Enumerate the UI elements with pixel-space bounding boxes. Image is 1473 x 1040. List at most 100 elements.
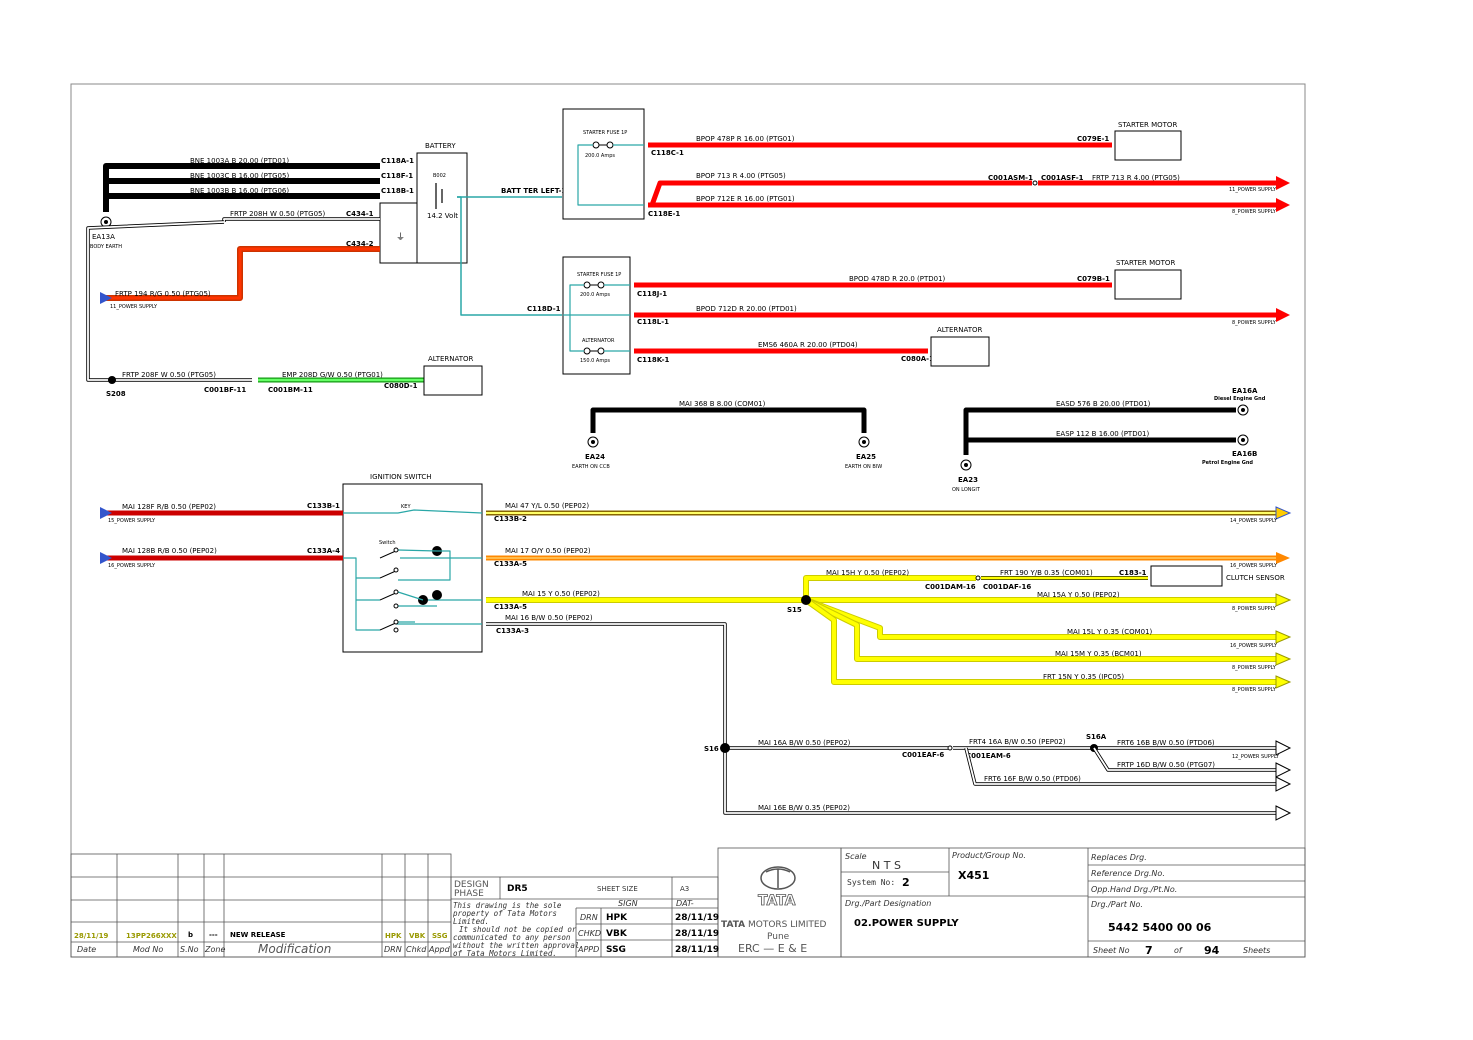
clutch-sensor-title: CLUTCH SENSOR bbox=[1226, 574, 1285, 582]
designation-label: Drg./Part Designation bbox=[845, 899, 931, 908]
connector-c4342: C434-2 bbox=[346, 240, 374, 248]
disclaimer-2: property of Tata Motors bbox=[453, 909, 557, 918]
wire-label-frt416a: FRT4 16A B/W 0.50 (PEP02) bbox=[969, 738, 1066, 746]
drn-value: HPK bbox=[606, 913, 628, 923]
company-name: MOTORS LIMITED bbox=[748, 920, 827, 930]
splice-s208-icon bbox=[108, 376, 116, 384]
wire-label-mai15: MAI 15 Y 0.50 (PEP02) bbox=[522, 590, 600, 598]
clutch-sensor-box bbox=[1150, 565, 1223, 587]
wire-label-bpod712d: BPOD 712D R 20.00 (PTD01) bbox=[696, 305, 797, 313]
connector-c080a1: C080A-1 bbox=[901, 355, 934, 363]
opp-label: Opp.Hand Drg./Pt.No. bbox=[1091, 885, 1177, 894]
starter-motor-box-1 bbox=[1114, 130, 1182, 161]
wire-label-frt616f: FRT6 16F B/W 0.50 (PTD06) bbox=[984, 775, 1081, 783]
dest-ps16-a: 16_POWER SUPPLY bbox=[108, 563, 156, 569]
wire-label-bpop712e: BPOP 712E R 16.00 (PTG01) bbox=[696, 195, 795, 203]
wire-battery-to-fuse2[interactable] bbox=[457, 196, 562, 316]
ground-ea16a-sublabel: Diesel Engine Gnd bbox=[1214, 396, 1266, 402]
wire-label-mai15l: MAI 15L Y 0.35 (COM01) bbox=[1067, 628, 1153, 636]
appd-label: APPD bbox=[577, 945, 599, 954]
connector-battleft: BATT TER LEFT-1 bbox=[501, 187, 566, 195]
connector-c001bm11: C001BM-11 bbox=[268, 386, 313, 394]
hdr-appd: Appd bbox=[428, 945, 451, 954]
wire-bpop713[interactable] bbox=[649, 180, 1032, 206]
arrow-ps11b-icon bbox=[1276, 176, 1290, 190]
wire-mai368[interactable] bbox=[590, 407, 867, 433]
fuse-box-1-outline bbox=[562, 108, 645, 220]
sheets-label: Sheets bbox=[1243, 946, 1270, 955]
drn-date: 28/11/19 bbox=[675, 913, 719, 923]
fuse1-rating: 200.0 Amps bbox=[585, 153, 615, 159]
wire-mai15m[interactable] bbox=[805, 598, 1278, 661]
sheet-size: A3 bbox=[680, 885, 689, 893]
alt-fuse-rating: 150.0 Amps bbox=[580, 358, 610, 364]
wire-frt15n[interactable] bbox=[804, 598, 1278, 684]
alt-fuse-title: ALTERNATOR bbox=[582, 338, 615, 344]
ground-straps: MAI 368 B 8.00 (COM01) EA24 EARTH ON CCB… bbox=[572, 387, 1266, 493]
disclaimer-5: communicated to any person bbox=[453, 933, 571, 942]
dest-ps8-e: 8_POWER SUPPLY bbox=[1232, 687, 1277, 693]
chkd-label: CHKD bbox=[578, 929, 601, 938]
wire-label-mai128f: MAI 128F R/B 0.50 (PEP02) bbox=[122, 503, 216, 511]
fuse1-title: STARTER FUSE 1P bbox=[583, 130, 627, 136]
sheet-total: 94 bbox=[1204, 944, 1220, 957]
wire-mai16[interactable] bbox=[486, 623, 1278, 814]
disclaimer-4: It should not be copied or bbox=[459, 925, 577, 934]
ignition-switch-box bbox=[342, 483, 483, 653]
ground-ea23-label: EA23 bbox=[958, 476, 978, 484]
arrow-ps11-icon bbox=[100, 292, 112, 304]
wire-label-mai128b: MAI 128B R/B 0.50 (PEP02) bbox=[122, 547, 217, 555]
drn-label: DRN bbox=[580, 913, 598, 922]
connector-c079e1: C079E-1 bbox=[1077, 135, 1109, 143]
ground-ea24-label: EA24 bbox=[585, 453, 605, 461]
system-value: 2 bbox=[902, 876, 910, 889]
wire-mai15l[interactable] bbox=[805, 598, 1278, 639]
wire-mai15h[interactable] bbox=[804, 576, 976, 600]
rev-chkd: VBK bbox=[409, 932, 426, 940]
hdr-zone: Zone bbox=[204, 945, 225, 954]
dest-ps8-d: 8_POWER SUPPLY bbox=[1232, 665, 1277, 671]
starter-motor-title-2: STARTER MOTOR bbox=[1116, 259, 1175, 267]
wire-frt616f[interactable] bbox=[965, 747, 1278, 785]
wire-frtp208h[interactable] bbox=[223, 218, 380, 222]
splice-s16a-label: S16A bbox=[1086, 733, 1107, 741]
wire-frtp16d[interactable] bbox=[1093, 747, 1278, 771]
alternator-box-1 bbox=[423, 365, 483, 396]
arrow-ps14-icon bbox=[1275, 506, 1292, 520]
design-phase: DR5 bbox=[507, 884, 528, 894]
wire-label-mai16: MAI 16 B/W 0.50 (PEP02) bbox=[505, 614, 593, 622]
title-block-text: 28/11/19 13PP266XXX b --- NEW RELEASE HP… bbox=[74, 851, 1270, 958]
arrow-ps8b-icon bbox=[1276, 308, 1290, 322]
alternator-title-1: ALTERNATOR bbox=[428, 355, 474, 363]
hdr-drn: DRN bbox=[384, 945, 402, 954]
connector-c133a3: C133A-3 bbox=[496, 627, 529, 635]
wire-label-frt15n: FRT 15N Y 0.35 (IPC05) bbox=[1043, 673, 1124, 681]
wire-label-emp208d: EMP 208D G/W 0.50 (PTG01) bbox=[282, 371, 383, 379]
wire-label-mai15h: MAI 15H Y 0.50 (PEP02) bbox=[826, 569, 909, 577]
arrow-ps16c-icon bbox=[1275, 630, 1292, 644]
ignition-switch-label: Switch bbox=[379, 540, 396, 546]
wire-label-mai47: MAI 47 Y/L 0.50 (PEP02) bbox=[505, 502, 589, 510]
dest-ps11-b: 11_POWER SUPPLY bbox=[1229, 187, 1277, 193]
sign-label: SIGN bbox=[618, 899, 638, 908]
wire-label-frtp208f: FRTP 208F W 0.50 (PTG05) bbox=[122, 371, 216, 379]
wire-label-mai15a: MAI 15A Y 0.50 (PEP02) bbox=[1037, 591, 1120, 599]
arrow-ps8d-icon bbox=[1275, 652, 1292, 666]
arrow-ps8a-icon bbox=[1276, 198, 1290, 212]
fuse-box-1: STARTER FUSE 1P 200.0 Amps bbox=[562, 108, 645, 220]
dest-ps8-b: 8_POWER SUPPLY bbox=[1232, 320, 1277, 326]
connector-c133a5-a: C133A-5 bbox=[494, 560, 527, 568]
wire-label-frtp208h: FRTP 208H W 0.50 (PTG05) bbox=[230, 210, 325, 218]
connector-c133b1: C133B-1 bbox=[307, 502, 340, 510]
design-phase-label-1: DESIGN bbox=[454, 880, 489, 890]
connector-c118k1: C118K-1 bbox=[637, 356, 669, 364]
tata-logo-word: TATA bbox=[758, 893, 796, 909]
reference-label: Reference Drg.No. bbox=[1091, 869, 1165, 878]
ignition-key-label: KEY bbox=[401, 504, 411, 510]
connector-c118a1: C118A-1 bbox=[381, 157, 414, 165]
connector-c118f1: C118F-1 bbox=[381, 172, 413, 180]
teal-links: BATT TER LEFT-1 C118D-1 bbox=[457, 187, 566, 316]
hdr-chkd: Chkd bbox=[406, 945, 427, 954]
ignition-switch-title: IGNITION SWITCH bbox=[370, 473, 432, 481]
